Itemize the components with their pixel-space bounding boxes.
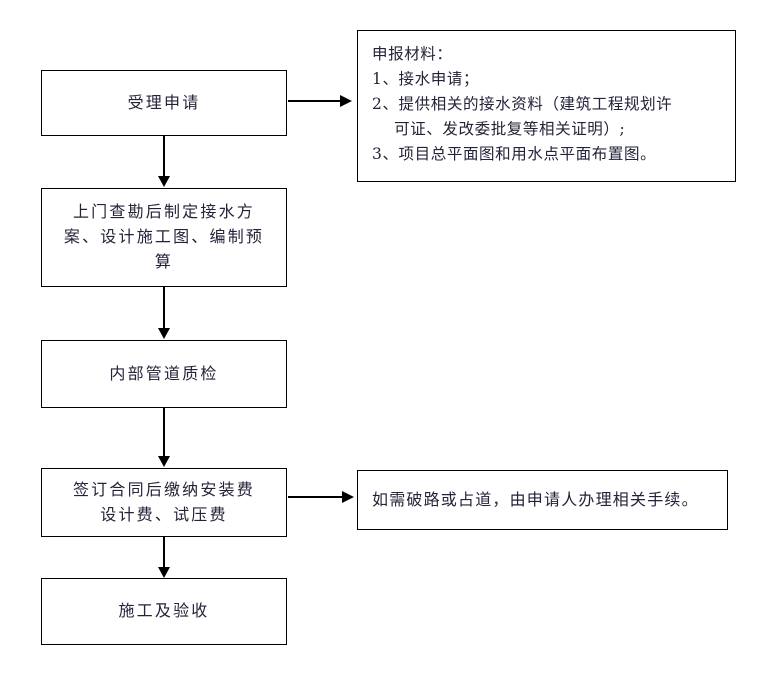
connector-survey-to-inspection-arrowhead — [158, 328, 170, 339]
connector-accept-to-materials-arrowhead — [340, 95, 352, 107]
node-survey-and-plan[interactable]: 上门查勘后制定接水方 案、设计施工图、编制预 算 — [41, 188, 287, 287]
materials-line-3: 2、提供相关的接水资料（建筑工程规划许 — [372, 95, 673, 114]
node-construction-and-acceptance-label: 施工及验收 — [118, 601, 210, 621]
node-construction-and-acceptance[interactable]: 施工及验收 — [41, 578, 287, 645]
panel-declaration-materials: 申报材料： 1、接水申请； 2、提供相关的接水资料（建筑工程规划许 可证、发改委… — [357, 30, 736, 182]
node-contract-and-fees[interactable]: 签订合同后缴纳安装费 设计费、试压费 — [41, 468, 287, 537]
connector-accept-to-materials-line — [288, 100, 342, 102]
connector-contract-to-road-note-arrowhead — [342, 491, 354, 503]
node-internal-pipe-inspection-label: 内部管道质检 — [109, 363, 219, 383]
connector-accept-to-survey-arrowhead — [158, 176, 170, 187]
materials-line-1: 申报材料： — [372, 45, 453, 63]
node-contract-and-fees-label: 签订合同后缴纳安装费 设计费、试压费 — [72, 479, 255, 524]
node-internal-pipe-inspection[interactable]: 内部管道质检 — [41, 340, 287, 408]
connector-survey-to-inspection-line — [163, 287, 165, 329]
materials-line-5: 3、项目总平面图和用水点平面布置图。 — [372, 145, 657, 164]
node-accept-application[interactable]: 受理申请 — [41, 70, 287, 136]
materials-line-4: 可证、发改委批复等相关证明）; — [372, 120, 626, 139]
panel-road-occupation-note: 如需破路或占道，由申请人办理相关手续。 — [357, 470, 728, 530]
materials-line-2: 1、接水申请； — [372, 70, 480, 89]
connector-contract-to-construction-line — [163, 537, 165, 569]
connector-accept-to-survey-line — [163, 136, 165, 178]
connector-contract-to-road-note-line — [288, 496, 344, 498]
node-accept-application-label: 受理申请 — [127, 92, 201, 112]
connector-contract-to-construction-arrowhead — [158, 567, 170, 578]
road-note-text: 如需破路或占道，由申请人办理相关手续。 — [372, 490, 699, 510]
connector-inspection-to-contract-line — [163, 408, 165, 456]
node-survey-and-plan-label: 上门查勘后制定接水方 案、设计施工图、编制预 算 — [63, 202, 265, 271]
connector-inspection-to-contract-arrowhead — [158, 456, 170, 467]
